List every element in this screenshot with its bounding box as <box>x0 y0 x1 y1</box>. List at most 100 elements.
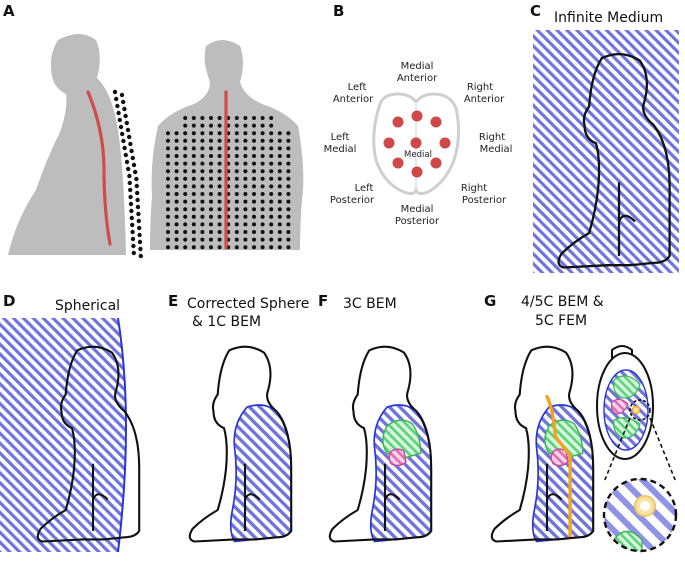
sensor-dot <box>217 199 222 204</box>
label-left-anterior-1: Left <box>348 82 367 93</box>
sensor-dot <box>127 173 132 179</box>
sensor-dot <box>191 192 196 196</box>
sensor-dot <box>200 237 205 242</box>
sensor-dot <box>137 239 143 245</box>
sensor-dot <box>119 92 125 98</box>
sensor-dot <box>137 232 142 238</box>
panel-f-label: F <box>318 292 328 310</box>
sensor-dot <box>277 230 282 234</box>
sensor-dot <box>200 116 205 120</box>
sensor-dot <box>133 169 138 175</box>
sensor-dot <box>243 237 248 242</box>
sensor-dot <box>260 222 265 227</box>
sensor-dot <box>277 199 282 204</box>
sensor-dot <box>217 146 222 151</box>
panel-e: E Corrected Sphere & 1C BEM <box>168 292 309 543</box>
sensor-dot <box>269 199 274 204</box>
sensor-dot <box>234 207 239 212</box>
label-left-posterior-2: Posterior <box>330 195 375 206</box>
sensor-dot <box>252 154 256 158</box>
sensor-dot <box>183 161 188 166</box>
sensor-dot <box>130 222 135 228</box>
sensor-dot <box>134 176 139 182</box>
sensor-dot <box>166 214 170 219</box>
sensor-dot <box>166 154 170 158</box>
axial-lung-upper <box>613 375 641 399</box>
sensor-dot <box>243 176 248 181</box>
cord-region-dots <box>383 110 451 178</box>
region-dot <box>411 166 423 178</box>
sensor-dot <box>130 155 135 161</box>
sensor-dot <box>209 169 213 174</box>
sensor-dot <box>217 116 222 120</box>
sensor-dot <box>260 123 265 128</box>
sensor-dot <box>118 124 124 130</box>
sensor-dot <box>174 214 179 219</box>
sensor-dot <box>121 99 126 105</box>
torso-side-view <box>8 34 126 255</box>
region-dot <box>430 157 442 169</box>
sensor-dot <box>243 138 248 143</box>
label-right-medial-2: Medial <box>480 144 513 155</box>
sensor-dot <box>243 192 248 196</box>
sensor-dot <box>269 237 274 242</box>
sensor-dot <box>200 131 205 136</box>
sensor-dot <box>209 230 213 234</box>
sensor-dot <box>269 176 274 181</box>
sensor-dot <box>128 201 134 207</box>
label-left-medial-2: Medial <box>324 144 357 155</box>
sensor-dot <box>286 161 291 166</box>
sensor-dot <box>174 146 179 151</box>
sensor-dot <box>260 116 265 120</box>
sensor-dot <box>209 123 213 128</box>
sensor-dot <box>209 207 213 212</box>
sensor-dot <box>277 138 282 143</box>
body-outline-f <box>328 345 433 543</box>
sensor-dot <box>217 245 222 250</box>
zoom-inset <box>602 477 678 553</box>
sensor-dot <box>277 169 282 174</box>
sensor-dot <box>260 245 265 250</box>
sensor-dot <box>130 236 136 242</box>
panel-g-title-1: 4/5C BEM & <box>521 294 604 310</box>
sensor-dot <box>217 169 222 174</box>
sensor-dot <box>277 214 282 219</box>
infinite-medium-volume <box>533 30 679 273</box>
side-sensor-array <box>112 89 143 259</box>
sensor-dot <box>209 222 213 227</box>
sensor-dot <box>252 237 256 242</box>
sensor-dot <box>252 161 256 166</box>
zoom-connector-left <box>603 417 631 483</box>
sensor-dot <box>191 169 196 174</box>
sensor-dot <box>260 146 265 151</box>
sensor-dot <box>166 146 170 151</box>
sensor-dot <box>136 211 141 217</box>
sensor-dot <box>200 184 205 189</box>
sensor-dot <box>209 245 213 250</box>
sensor-dot <box>174 184 179 189</box>
sensor-dot <box>277 154 282 158</box>
sensor-dot <box>209 154 213 158</box>
label-right-anterior-2: Anterior <box>464 94 505 105</box>
sensor-dot <box>135 204 141 210</box>
sensor-dot <box>277 146 282 151</box>
sensor-dot <box>191 161 196 166</box>
sensor-dot <box>183 184 188 189</box>
sensor-dot <box>243 116 248 120</box>
sensor-dot <box>269 222 274 227</box>
sensor-dot <box>166 245 170 250</box>
sensor-dot <box>217 214 222 219</box>
panel-e-title-2: & 1C BEM <box>192 314 261 330</box>
panel-b: B Medial Anterior Left Anterior Right An… <box>324 2 513 227</box>
sensor-dot <box>277 245 282 250</box>
label-right-posterior-1: Right <box>461 183 487 194</box>
sensor-dot <box>217 207 222 212</box>
panel-d-label: D <box>3 292 15 310</box>
sensor-dot <box>200 169 205 174</box>
sensor-dot <box>134 183 139 189</box>
zoom-marker <box>629 399 651 421</box>
sensor-dot <box>243 214 248 219</box>
sensor-dot <box>217 161 222 166</box>
sensor-dot <box>243 184 248 189</box>
sensor-dot <box>166 184 170 189</box>
